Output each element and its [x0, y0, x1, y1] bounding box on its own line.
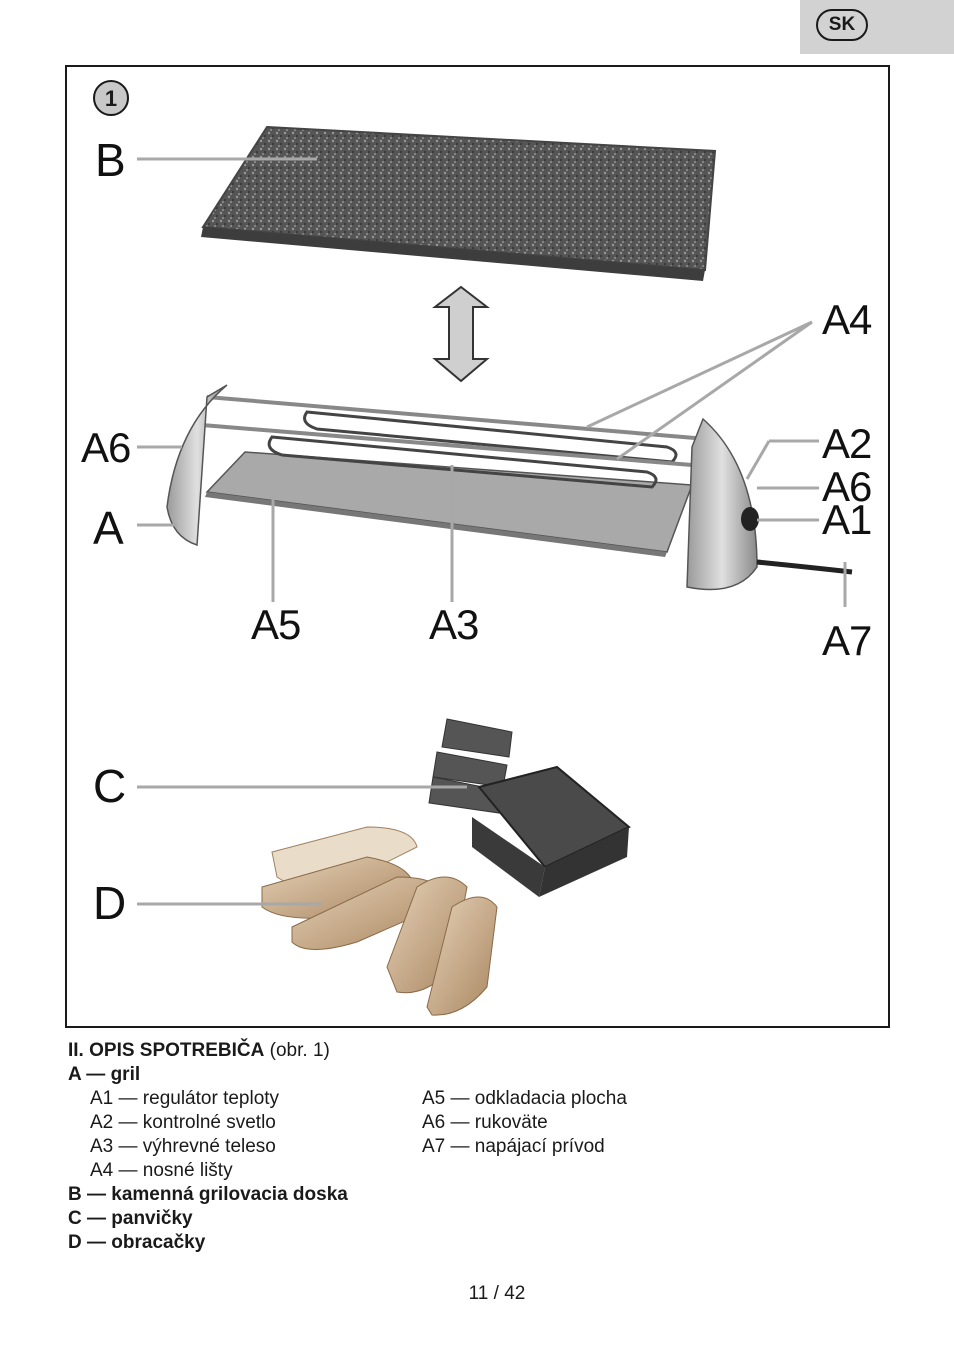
label-a5: A5 — [251, 601, 301, 648]
stone-plate — [201, 125, 717, 281]
label-a4: A4 — [822, 296, 872, 343]
group-c: C — panvičky — [68, 1207, 888, 1231]
group-b-label: B — kamenná grilovacia doska — [68, 1184, 348, 1205]
language-badge: SK — [816, 9, 868, 41]
figure-number-badge: 1 — [93, 80, 129, 116]
group-a: A — gril — [68, 1063, 888, 1087]
raclette-pans — [428, 718, 631, 897]
group-a-label: A — gril — [68, 1064, 141, 1085]
list-item: A7 — napájací prívod — [422, 1136, 605, 1157]
figure-1: 1 B A4 A6 A2 A6 A1 A A5 A3 A7 C D — [65, 65, 890, 1028]
list-item: A1 — regulátor teploty — [90, 1088, 280, 1109]
list-item: A4 — nosné lišty — [90, 1160, 233, 1181]
wooden-spatulas — [261, 826, 498, 1016]
label-a3: A3 — [429, 601, 479, 648]
raclette-grill — [166, 384, 853, 591]
label-b: B — [95, 134, 126, 186]
double-arrow-icon — [432, 285, 490, 383]
parts-list: A1 — regulátor teploty A2 — kontrolné sv… — [68, 1087, 888, 1183]
group-d-label: D — obracačky — [68, 1232, 206, 1253]
heading-figure-ref: (obr. 1) — [264, 1040, 330, 1061]
label-a1: A1 — [822, 496, 872, 543]
label-a7: A7 — [822, 617, 872, 664]
appliance-illustration — [137, 125, 853, 1016]
label-d: D — [93, 877, 126, 929]
page-number: 11 / 42 — [468, 1283, 526, 1304]
parts-list-right: A5 — odkladacia plocha A6 — rukoväte A7 … — [422, 1087, 627, 1159]
label-c: C — [93, 760, 126, 812]
list-item: A6 — rukoväte — [422, 1112, 548, 1133]
group-c-label: C — panvičky — [68, 1208, 193, 1229]
parts-list-left: A1 — regulátor teploty A2 — kontrolné sv… — [90, 1087, 279, 1183]
description-heading: II. OPIS SPOTREBIČA (obr. 1) — [68, 1039, 888, 1063]
list-item: A5 — odkladacia plocha — [422, 1088, 627, 1109]
label-a6-right: A6 — [822, 463, 872, 510]
group-b: B — kamenná grilovacia doska — [68, 1183, 888, 1207]
leader-lines — [137, 157, 847, 906]
label-a2: A2 — [822, 420, 872, 467]
label-a: A — [93, 502, 124, 554]
heading-title: II. OPIS SPOTREBIČA — [68, 1040, 265, 1061]
list-item: A2 — kontrolné svetlo — [90, 1112, 276, 1133]
group-d: D — obracačky — [68, 1231, 888, 1255]
appliance-description: II. OPIS SPOTREBIČA (obr. 1) A — gril A1… — [68, 1039, 888, 1255]
language-tab: SK — [800, 0, 954, 54]
list-item: A3 — výhrevné teleso — [90, 1136, 276, 1157]
label-a6-left: A6 — [81, 424, 131, 471]
